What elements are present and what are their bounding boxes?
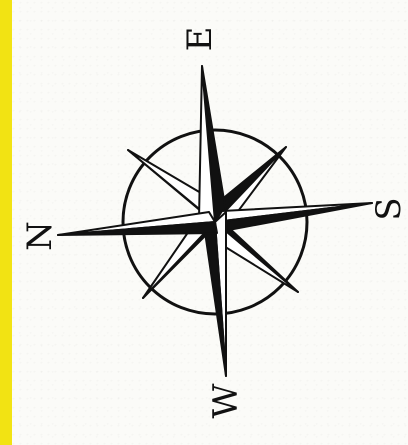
main-points <box>58 66 372 376</box>
west-label: W <box>206 383 246 418</box>
east-label: E <box>180 27 220 52</box>
north-label: N <box>20 221 60 251</box>
south-label: S <box>369 197 408 220</box>
